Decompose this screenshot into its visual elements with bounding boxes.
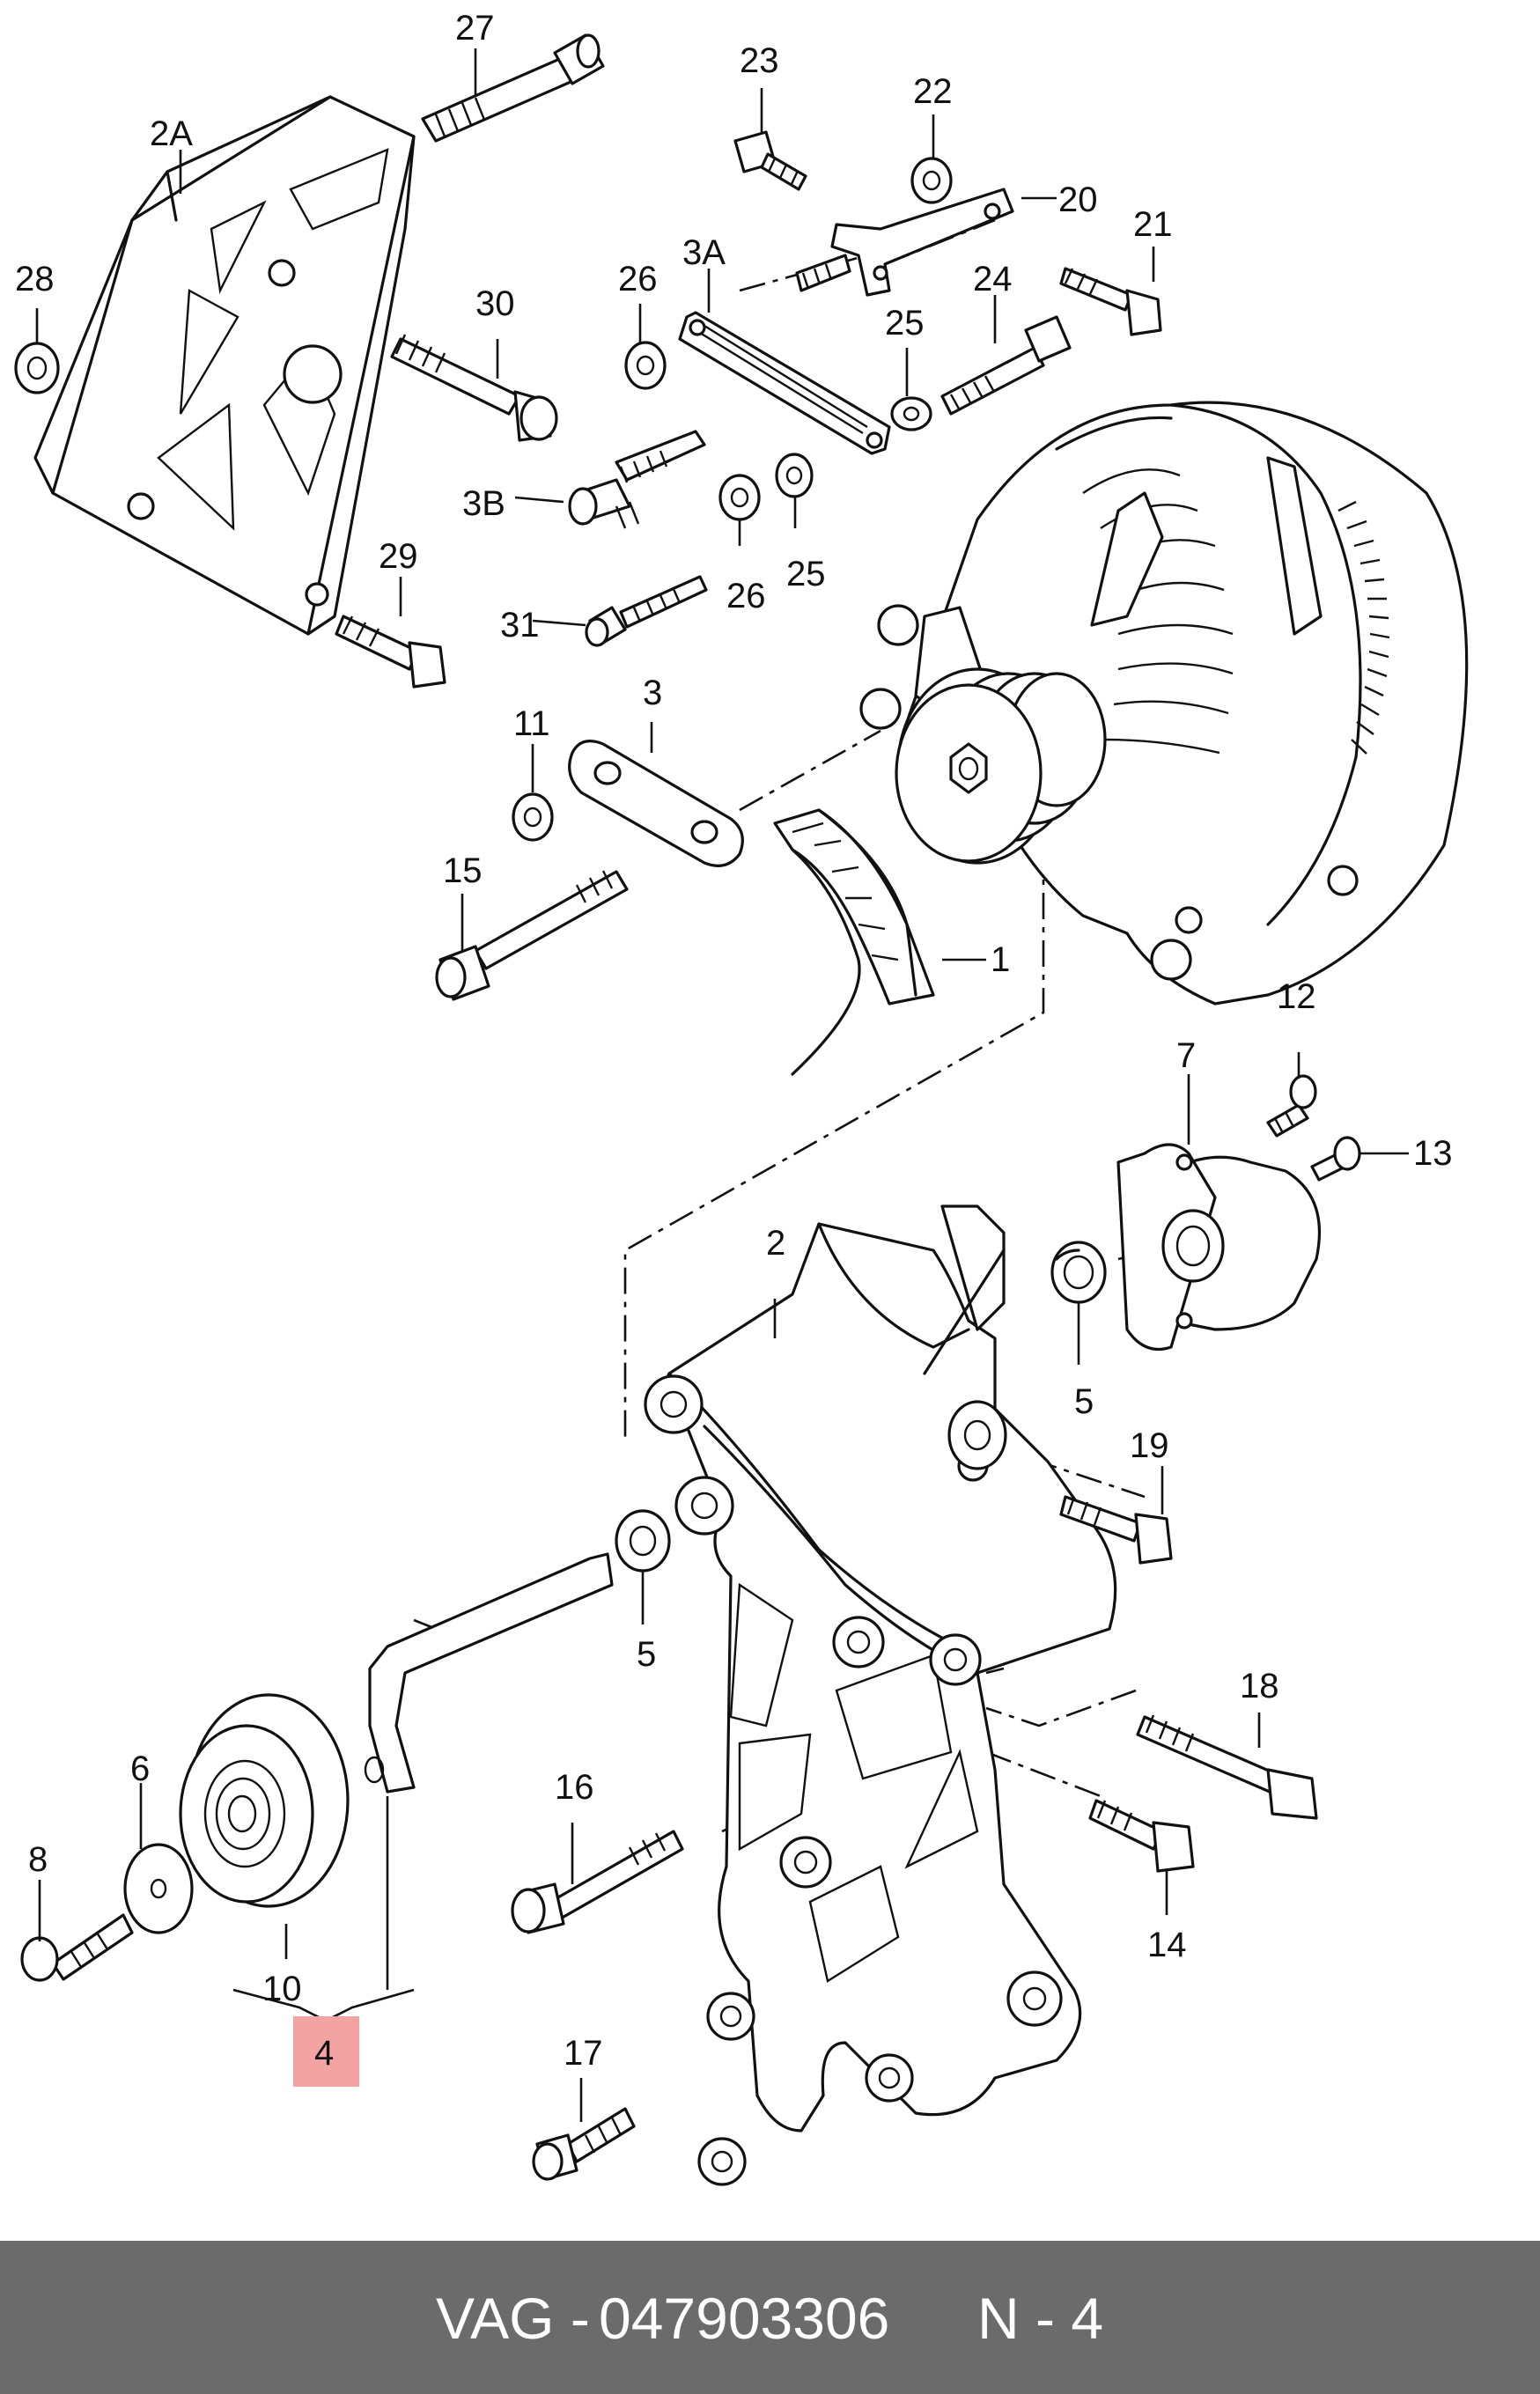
bolt-18 [1136,1714,1318,1820]
bolt-8 [20,1913,134,1982]
label-23: 23 [740,41,779,80]
label-18: 18 [1240,1667,1279,1705]
label-13: 13 [1413,1134,1453,1173]
bolt-27 [421,33,605,143]
label-7: 7 [1176,1036,1196,1075]
washer-6 [123,1843,194,1934]
bolt-30 [390,334,558,442]
bracket-20 [830,188,1014,297]
bolt-16 [511,1830,684,1934]
label-8: 8 [28,1840,48,1879]
pulley-10 [179,1693,350,1908]
label-1: 1 [991,940,1010,979]
nut-11 [512,792,554,842]
link-3A [678,311,891,455]
link-3 [568,740,744,867]
tensioner-7 [1116,1143,1322,1352]
label-10: 10 [262,1970,302,2008]
label-20: 20 [1058,180,1098,219]
label-19: 19 [1130,1426,1169,1465]
bolt-15 [435,870,629,1001]
label-24: 24 [973,260,1013,298]
alternator [859,401,1469,1005]
part-labels: 27 2A 28 30 29 23 22 20 21 3A 26 24 25 3… [15,9,1453,2073]
nut-28 [14,342,60,394]
label-2A: 2A [150,114,193,153]
label-16: 16 [555,1768,594,1807]
bolt-12 [1266,1074,1317,1138]
label-25-lower: 25 [786,555,826,593]
label-26-lower: 26 [726,577,766,615]
label-2: 2 [766,1224,785,1263]
bolt-17 [532,2107,636,2181]
washer-25-upper [890,396,932,431]
bolt-21 [1059,267,1162,336]
nut-22 [910,157,953,204]
bracket-2 [644,1204,1117,2186]
label-31: 31 [500,606,540,645]
stud-3A [795,254,851,292]
label-5-lower: 5 [637,1635,656,1674]
bolt-29 [335,615,446,689]
nut-26-upper [624,341,667,390]
parts-exploded-diagram: 27 2A 28 30 29 23 22 20 21 3A 26 24 25 3… [14,9,1469,2186]
bushing-5-upper [1050,1241,1107,1304]
label-29: 29 [379,537,418,576]
label-28: 28 [15,260,55,298]
label-3A: 3A [682,233,726,272]
bolt-13 [1310,1136,1361,1182]
label-17: 17 [564,2034,603,2073]
label-30: 30 [475,284,515,323]
highlight-box [293,2016,359,2087]
label-3: 3 [643,674,662,712]
bracket-2A [33,95,416,636]
label-25-upper: 25 [885,304,925,343]
footer-bar: VAG - 047903306 N - 4 [0,2241,1540,2394]
belt-1 [773,808,935,1076]
label-14: 14 [1147,1926,1187,1964]
label-11: 11 [513,704,550,743]
bolt-24 [940,315,1072,416]
label-4: 4 [314,2034,334,2073]
label-12: 12 [1277,977,1316,1016]
part-number: 047903306 [599,2286,890,2351]
label-26-upper: 26 [618,260,658,298]
washer-19 [947,1400,1007,1470]
position-label: N - 4 [977,2286,1104,2351]
label-5-upper: 5 [1074,1382,1094,1421]
arm-4 [364,1552,614,1794]
leader-lines [35,48,1409,2122]
label-15: 15 [443,851,483,890]
brand-label: VAG - [436,2286,590,2351]
washer-25-lower [775,453,814,498]
bolt-19 [1059,1495,1173,1565]
label-21: 21 [1133,205,1173,244]
label-6: 6 [130,1749,150,1788]
stud-31 [585,575,708,647]
label-3B: 3B [462,484,505,523]
label-22: 22 [913,72,953,111]
bushing-5-lower [615,1509,671,1573]
adjuster-3B [568,430,706,529]
bolt-23 [733,130,807,191]
nut-26-lower [718,474,761,521]
label-27: 27 [455,9,495,48]
bolt-14 [1088,1799,1195,1873]
